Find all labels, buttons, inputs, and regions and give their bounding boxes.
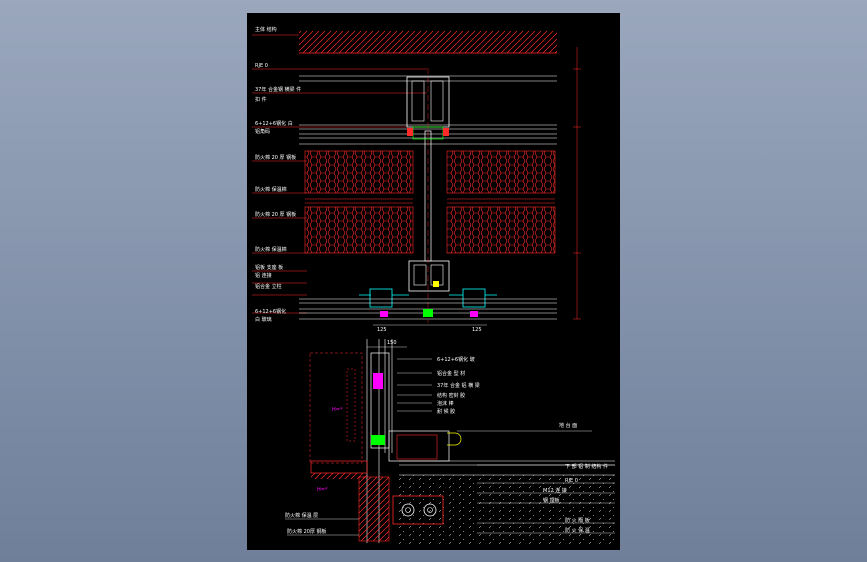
- sill-profile: [370, 352, 462, 462]
- insulation-block-left-2: [304, 206, 414, 254]
- label-l13: 防 火 保 温: [565, 527, 590, 534]
- dim-d1: 150: [387, 340, 397, 346]
- label-u15: 白 玻璃: [255, 316, 272, 323]
- label-u3: 37年 合金钢 横梁 件: [255, 86, 301, 93]
- label-u10: 防火棉 保温棉: [255, 246, 287, 253]
- label-u2: RJE 0: [255, 63, 268, 69]
- label-l8: 下 部 铝 制 结构 件: [565, 463, 608, 470]
- label-l3: 37年 合金 铝 横 梁: [437, 382, 480, 389]
- cad-drawing-sheet: 主体 结构 RJE 0 37年 合金钢 横梁 件 扣 件 6+12+6钢化 白 …: [247, 13, 620, 550]
- label-u12: 铝 连接: [255, 272, 272, 279]
- label-l9: RJE 0: [565, 478, 578, 484]
- svg-text:H=*: H=*: [332, 407, 343, 413]
- label-u14: 6+12+6钢化: [255, 308, 286, 315]
- label-l7: 地 台 面: [559, 422, 577, 429]
- label-l2: 铝合金 型 材: [437, 370, 465, 377]
- dim-d3: 125: [472, 327, 482, 333]
- label-l14: 防火棉 保温 层: [285, 512, 318, 519]
- label-u13: 铝合金 立柱: [255, 283, 282, 290]
- label-u5: 6+12+6钢化 白: [255, 120, 293, 127]
- label-l15: 防火棉 20厚 钢板: [287, 528, 327, 535]
- svg-text:H=*: H=*: [317, 487, 328, 493]
- anchor-bolt-icon: [392, 495, 444, 525]
- transom-profile: [359, 288, 497, 308]
- label-l6: 耐 候 胶: [437, 408, 455, 415]
- label-u9: 防火棉 20 厚 钢板: [255, 211, 296, 218]
- label-u4: 扣 件: [255, 96, 267, 103]
- insulation-block-left-1: [304, 150, 414, 194]
- label-l5: 泡沫 棒: [437, 400, 454, 407]
- label-u11: 铝板 支座 板: [255, 264, 283, 271]
- insulation-block-right-1: [446, 150, 556, 194]
- label-l10: M12 连 接: [543, 487, 567, 494]
- label-u1: 主体 结构: [255, 26, 277, 33]
- floor-slab: [399, 475, 615, 545]
- label-l4: 结构 密封 胶: [437, 392, 465, 399]
- concrete-slab: [299, 31, 557, 53]
- label-l12: 防 火 隔 板: [565, 517, 590, 524]
- label-l11: 钢 埋板: [543, 497, 560, 504]
- insulation-block-right-2: [446, 206, 556, 254]
- dim-d2: 125: [377, 327, 387, 333]
- label-u6: 铝角码: [255, 128, 270, 135]
- label-l1: 6+12+6钢化 玻: [437, 356, 475, 363]
- label-u7: 防火棉 20 厚 钢板: [255, 154, 296, 161]
- curtain-wall-section-drawing: 主体 结构 RJE 0 37年 合金钢 横梁 件 扣 件 6+12+6钢化 白 …: [252, 26, 615, 545]
- label-u8: 防火棉 保温棉: [255, 186, 287, 193]
